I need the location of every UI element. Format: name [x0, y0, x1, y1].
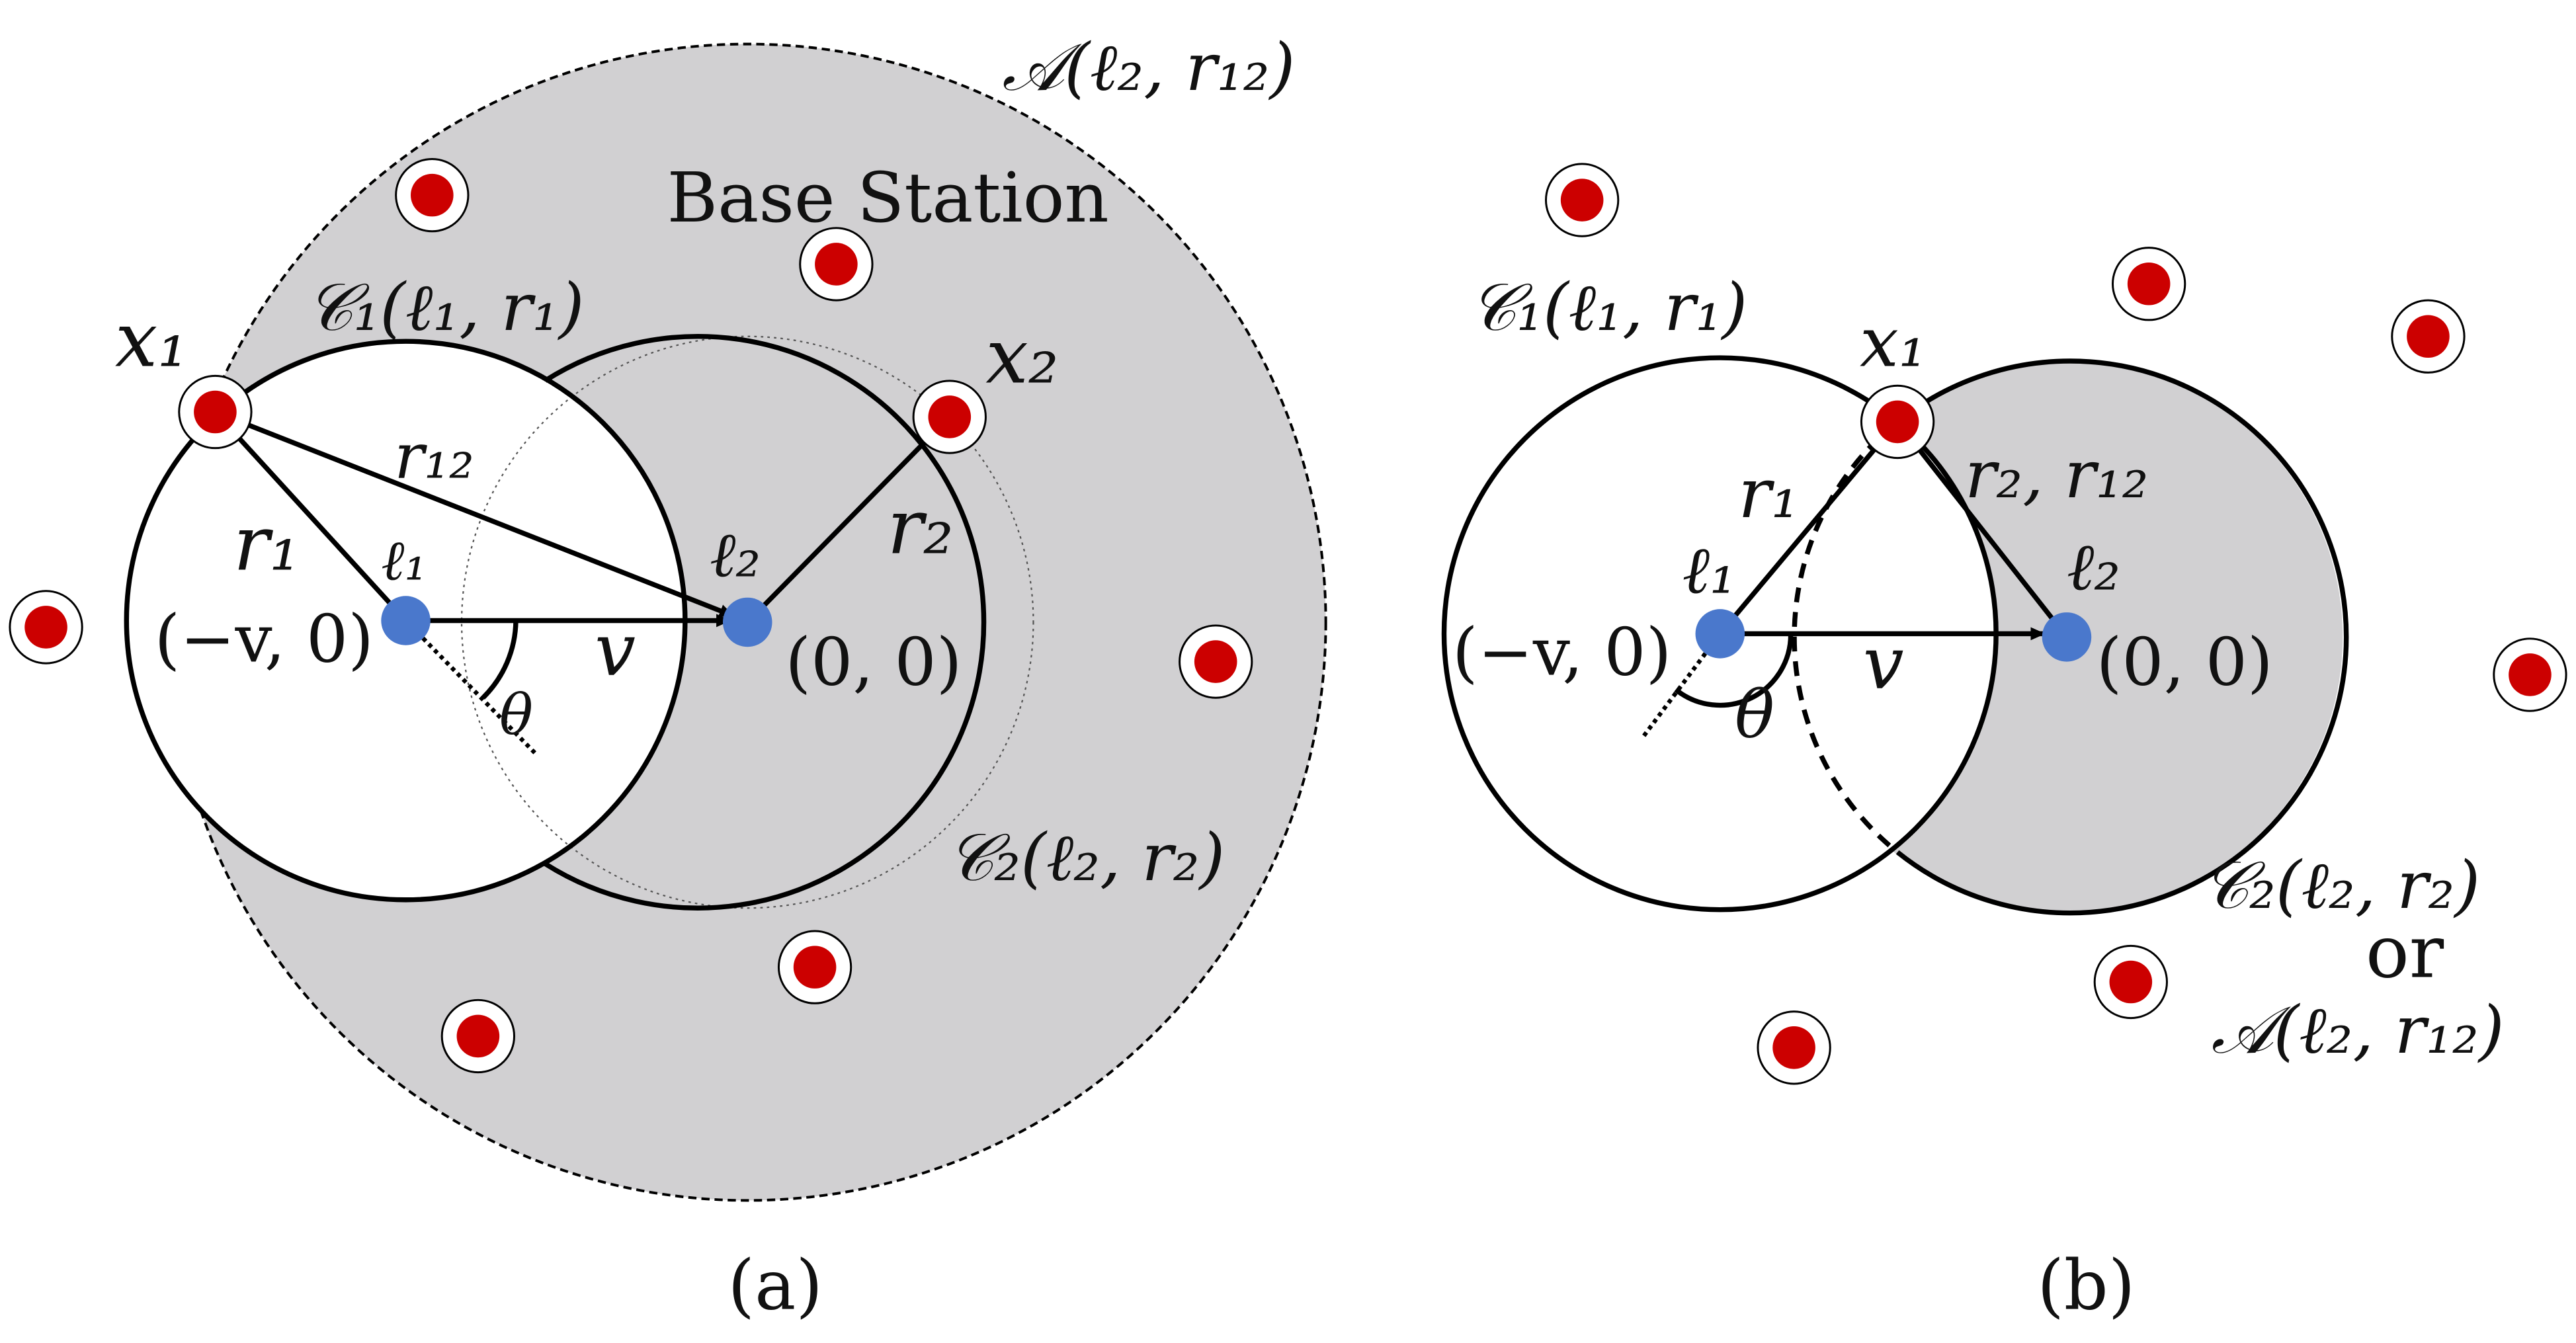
- base-station-icon: [2391, 299, 2466, 374]
- r1-label: r₁: [1738, 453, 1799, 534]
- user-l2-icon: [722, 597, 772, 647]
- base-station-icon: [777, 930, 852, 1004]
- base-station-icon: [2093, 944, 2168, 1020]
- user-l1-icon: [1695, 609, 1745, 659]
- c2-dashed-arc: [1792, 420, 1899, 854]
- v-label: v: [595, 608, 636, 692]
- c1-label: 𝒞₁(ℓ₁, r₁): [306, 270, 585, 346]
- theta-label: θ: [499, 682, 533, 747]
- theta-label: θ: [1735, 677, 1774, 753]
- base-station-icon: [2112, 247, 2186, 321]
- base-station-x1-icon: [178, 374, 253, 450]
- l1-label: ℓ₁: [381, 528, 427, 592]
- theta-ray: [404, 619, 538, 755]
- user-l1-icon: [381, 596, 431, 645]
- l2-label: ℓ₂: [2067, 529, 2120, 605]
- c2-label: 𝒞₂(ℓ₂, r₂): [2202, 848, 2481, 924]
- base-station-icon: [1545, 163, 1620, 237]
- base-station-icon: [395, 157, 470, 233]
- base-station-icons: [1545, 163, 2567, 1085]
- r1-label: r₁: [233, 499, 300, 587]
- base-station-label: Base Station: [667, 157, 1109, 238]
- theta-arc: [481, 620, 519, 700]
- x1-label: x₁: [1860, 302, 1927, 382]
- l2-coord-label: (0, 0): [785, 624, 962, 700]
- theta-ray: [1641, 632, 1722, 739]
- c2-circle: [1895, 358, 2349, 916]
- r2-r12-label: r₂, r₁₂: [1965, 437, 2149, 513]
- user-l2-icon: [2042, 612, 2092, 662]
- base-station-icons: [9, 157, 1253, 1074]
- c1-label: 𝒞₁(ℓ₁, r₁): [1469, 270, 1748, 346]
- l2-coord-label: (0, 0): [2097, 624, 2273, 700]
- base-station-icon: [799, 227, 874, 302]
- r2-segment: [1895, 420, 2069, 639]
- base-station-icon: [440, 998, 516, 1074]
- theta-arc: [1674, 633, 1794, 708]
- region-a-label: 𝒜(ℓ₂, r₁₂): [1002, 30, 1295, 106]
- l1-coord-label: (−v, 0): [1452, 614, 1672, 690]
- r1-segment: [213, 410, 408, 623]
- l2-label: ℓ₂: [710, 518, 761, 591]
- l1-coord-label: (−v, 0): [155, 602, 374, 678]
- or-label: or: [2366, 911, 2444, 995]
- base-station-icon: [1757, 1010, 1831, 1085]
- r12-label: r₁₂: [394, 420, 474, 493]
- panel-a-caption: (a): [727, 1244, 823, 1325]
- base-station-icon: [9, 590, 83, 665]
- r12-segment: [214, 409, 735, 618]
- panel-b-caption: (b): [2037, 1244, 2135, 1325]
- l1-label: ℓ₁: [1683, 532, 1736, 608]
- c2-hidden-arc: [460, 335, 1034, 909]
- panel-a: 𝒜(ℓ₂, r₁₂) Base Station 𝒞₁(ℓ₁, r₁) x₁ x₂…: [9, 30, 1327, 1325]
- base-station-x1-icon: [1860, 384, 1935, 460]
- base-station-icon: [1179, 624, 1253, 699]
- base-station-icon: [2493, 637, 2567, 712]
- c2-circle: [544, 334, 987, 911]
- x1-label: x₁: [115, 296, 188, 384]
- r1-segment: [1718, 420, 1899, 635]
- x2-label: x₂: [985, 312, 1058, 400]
- r2-label: r₂: [887, 483, 953, 571]
- c2-label: 𝒞₂(ℓ₂, r₂): [946, 820, 1226, 896]
- base-station-x2-icon: [912, 380, 987, 454]
- v-label: v: [1863, 621, 1904, 705]
- region-a-label: 𝒜(ℓ₂, r₁₂): [2212, 993, 2505, 1069]
- panel-b: 𝒞₁(ℓ₁, r₁) x₁ r₁ r₂, r₁₂ ℓ₁ ℓ₂ (−v, 0) (…: [1441, 163, 2567, 1325]
- r2-segment: [745, 415, 952, 624]
